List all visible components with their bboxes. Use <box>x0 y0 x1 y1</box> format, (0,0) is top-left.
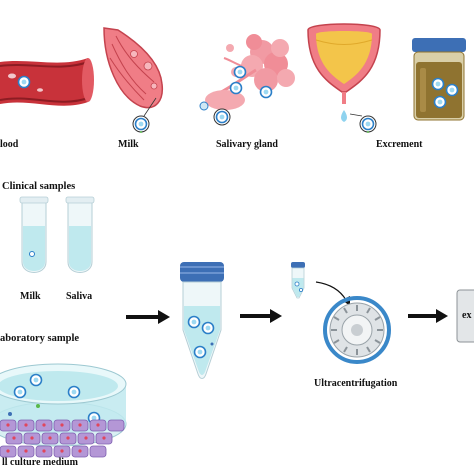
clinical-samples-title: Clinical samples <box>2 181 76 192</box>
clinical-saliva-tube <box>65 196 95 273</box>
arrow-to-small-tube <box>240 309 282 323</box>
output-box <box>456 289 474 343</box>
label-blood: lood <box>0 139 19 150</box>
bladder-illustration <box>307 23 381 133</box>
label-salivary-gland: Salivary gland <box>216 139 278 150</box>
arrow-to-tube <box>126 310 170 324</box>
label-culture-medium: ll culture medium <box>2 457 78 468</box>
label-saliva-tube: Saliva <box>66 291 93 302</box>
blood-vessel-illustration <box>0 58 94 106</box>
small-tube <box>291 262 350 306</box>
label-milk-tube: Milk <box>20 291 41 302</box>
collection-tube <box>180 262 224 379</box>
label-ultracentrifugation: Ultracentrifugation <box>314 378 398 389</box>
ultracentrifuge-rotor <box>323 296 391 364</box>
breast-illustration <box>103 27 164 133</box>
clinical-milk-tube <box>19 196 49 273</box>
label-excrement: Excrement <box>376 139 423 150</box>
output-box-label: ex <box>462 310 472 321</box>
excrement-jar-illustration <box>412 38 466 121</box>
cell-layer-illustration <box>0 419 125 458</box>
arrow-to-output <box>408 309 448 323</box>
salivary-gland-illustration <box>199 34 295 126</box>
label-milk-source: Milk <box>118 139 139 150</box>
laboratory-sample-title: aboratory sample <box>0 333 80 344</box>
